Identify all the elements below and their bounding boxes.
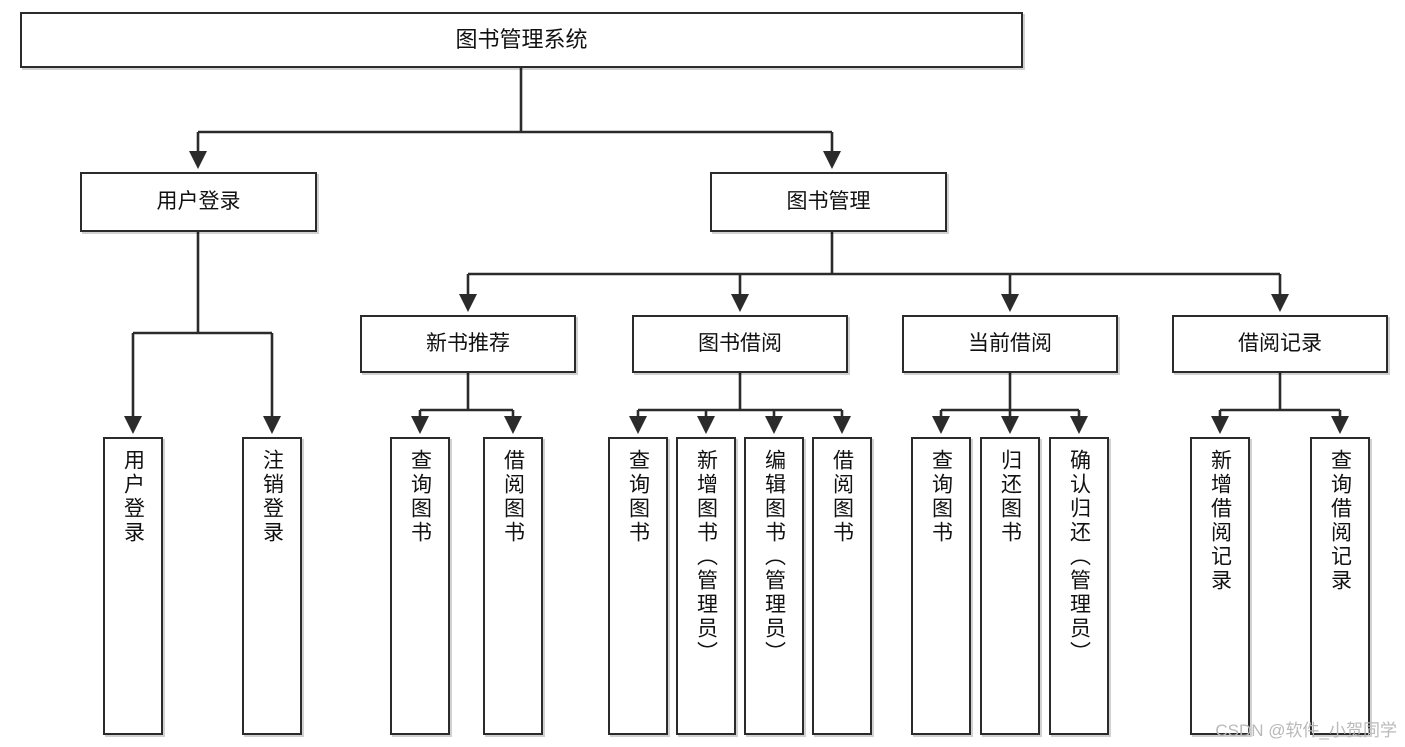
node-book-management[interactable]: 图书管理 [710, 172, 947, 232]
leaf-query-borrow-record[interactable]: 查询借阅记录 [1310, 437, 1370, 735]
node-label: 查询借阅记录 [1328, 449, 1352, 593]
leaf-edit-book-admin[interactable]: 编辑图书（管理员） [744, 437, 804, 735]
leaf-query-book-newrec[interactable]: 查询图书 [390, 437, 450, 735]
node-label: 借阅图书 [830, 449, 854, 545]
node-label: 查询图书 [408, 449, 432, 545]
node-book-borrow[interactable]: 图书借阅 [632, 315, 848, 373]
leaf-query-book-borrow[interactable]: 查询图书 [608, 437, 668, 735]
leaf-user-login[interactable]: 用户登录 [103, 437, 163, 735]
node-label: 确认归还（管理员） [1067, 449, 1091, 665]
node-label: 编辑图书（管理员） [762, 449, 786, 665]
leaf-add-borrow-record[interactable]: 新增借阅记录 [1190, 437, 1250, 735]
node-label: 新增借阅记录 [1208, 449, 1232, 593]
node-label: 用户登录 [121, 449, 145, 545]
node-label: 当前借阅 [968, 331, 1052, 355]
node-current-borrow[interactable]: 当前借阅 [902, 315, 1118, 373]
leaf-return-book[interactable]: 归还图书 [980, 437, 1040, 735]
node-root-system[interactable]: 图书管理系统 [20, 12, 1023, 68]
node-label: 查询图书 [929, 449, 953, 545]
node-label: 查询图书 [626, 449, 650, 545]
leaf-logout-login[interactable]: 注销登录 [242, 437, 302, 735]
leaf-confirm-return-admin[interactable]: 确认归还（管理员） [1049, 437, 1109, 735]
node-label: 借阅记录 [1238, 331, 1322, 355]
node-label: 注销登录 [260, 449, 284, 545]
leaf-borrow-book[interactable]: 借阅图书 [812, 437, 872, 735]
leaf-add-book-admin[interactable]: 新增图书（管理员） [676, 437, 736, 735]
node-label: 图书管理 [786, 189, 871, 213]
node-label: 借阅图书 [501, 449, 525, 545]
node-label: 用户登录 [156, 189, 241, 213]
node-user-login[interactable]: 用户登录 [80, 172, 317, 232]
node-label: 新增图书（管理员） [694, 449, 718, 665]
leaf-query-book-current[interactable]: 查询图书 [911, 437, 971, 735]
leaf-borrow-book-newrec[interactable]: 借阅图书 [483, 437, 543, 735]
node-new-book-recommend[interactable]: 新书推荐 [360, 315, 576, 373]
node-label: 图书借阅 [698, 331, 782, 355]
node-label: 归还图书 [998, 449, 1022, 545]
node-borrow-record[interactable]: 借阅记录 [1172, 315, 1388, 373]
node-label: 新书推荐 [426, 331, 510, 355]
node-label: 图书管理系统 [455, 27, 588, 53]
